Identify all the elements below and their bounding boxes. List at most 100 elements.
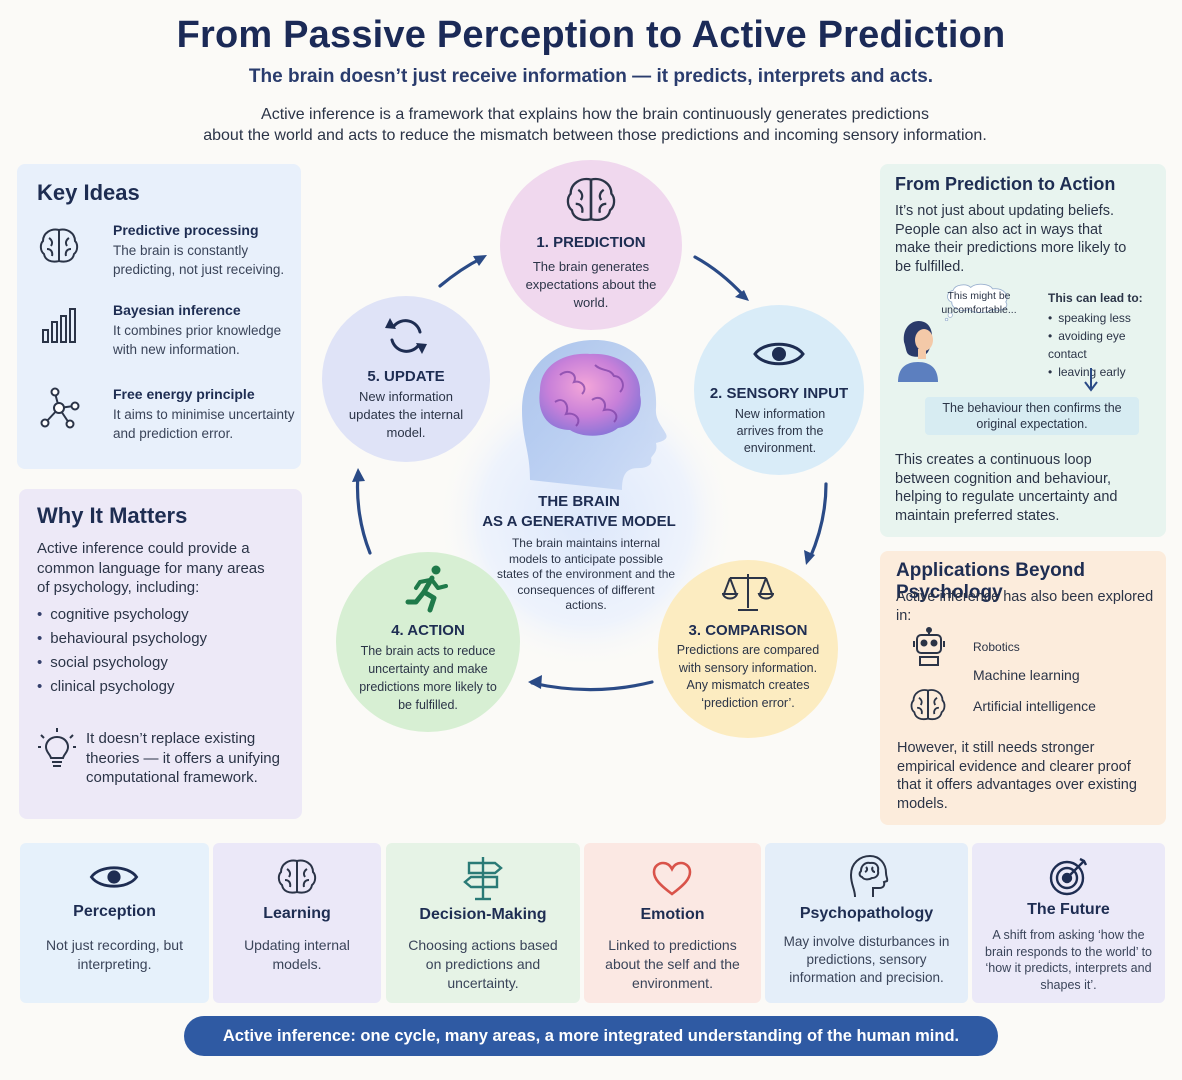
tile-decision-making: Decision-Making Choosing actions based o… [386,843,580,1003]
applications-title: Applications Beyond Psychology [896,560,1085,603]
intro-line-2: about the world and acts to reduce the m… [203,127,987,144]
tile-title: Learning [263,905,331,922]
psychology-areas-list: cognitive psychology behavioural psychol… [37,603,207,699]
tile-the-future: The Future A shift from asking ‘how the … [972,843,1165,1003]
arrow-comparison-to-action [530,680,654,692]
robot-icon [913,627,945,666]
arrow-prediction-to-sensory [693,255,746,298]
tile-title: Psychopathology [799,905,934,922]
tile-learning: Learning Updating internal models. [213,843,381,1003]
thought-text: This might be uncomfortable... [941,290,1017,316]
brain-icon [39,228,79,263]
scales-icon [722,574,774,611]
tile-emotion: Emotion Linked to predictions about the … [584,843,761,1003]
page-title: From Passive Perception to Active Predic… [176,14,1006,56]
tile-desc: Updating internal models. [244,937,350,972]
step-desc: New information updates the internal mod… [348,389,464,440]
list-item: avoiding eye contact [1048,327,1166,363]
step-prediction: 1. PREDICTION The brain generates expect… [500,160,682,330]
intro-text: Active inference is a framework that exp… [160,104,1030,146]
step-action: 4. ACTION The brain acts to reduce uncer… [336,552,520,732]
step-desc: The brain generates expectations about t… [525,259,657,310]
idea-bayesian-inference: Bayesian inference It combines prior kno… [37,302,297,362]
step-sensory-input: 2. SENSORY INPUT New information arrives… [694,305,864,475]
applications-panel: Applications Beyond Psychology Active in… [880,551,1166,825]
step-desc: New information arrives from the environ… [734,407,826,455]
tile-desc: Choosing actions based on predictions an… [408,937,558,991]
network-icon [40,387,80,429]
person-illustration [898,320,938,382]
step-desc: The brain acts to reduce uncertainty and… [359,644,497,712]
tile-desc: Linked to predictions about the self and… [605,937,740,991]
arrow-update-to-prediction [438,256,484,288]
tile-title: The Future [1027,901,1110,918]
tile-desc: Not just recording, but interpreting. [46,937,183,972]
brain-head-illustration [522,340,667,490]
idea-free-energy: Free energy principle It aims to minimis… [37,386,297,446]
list-item: speaking less [1048,309,1166,327]
why-intro: Active inference could provide a common … [37,540,265,596]
tile-title: Decision-Making [419,906,547,923]
step-title: 2. SENSORY INPUT [709,385,849,402]
arrow-down-icon [1084,368,1098,392]
idea-title: Free energy principle [113,386,255,402]
application-ai: Artificial intelligence [973,698,1096,714]
list-item: social psychology [37,651,207,675]
why-note: It doesn’t replace existing theories — i… [86,730,280,786]
center-description: The brain maintains internal models to a… [496,536,676,612]
step-title: 1. PREDICTION [536,234,646,251]
tile-desc: May involve disturbances in predictions,… [783,934,950,985]
step-update: 5. UPDATE New information updates the in… [322,296,490,462]
why-title: Why It Matters [37,503,188,528]
bar-chart-icon [42,308,76,343]
target-icon [1049,857,1088,896]
applications-note: However, it still needs stronger empiric… [897,740,1137,812]
summary-banner: Active inference: one cycle, many areas,… [184,1016,998,1056]
brain-icon [910,689,946,721]
step-title: 4. ACTION [391,622,465,639]
center-glow [436,370,736,670]
signpost-icon [463,857,503,901]
intro-line-1: Active inference is a framework that exp… [261,106,929,123]
heart-icon [652,861,692,896]
application-machine-learning: Machine learning [973,667,1080,683]
list-item: behavioural psychology [37,627,207,651]
prediction-action-text: It’s not just about updating beliefs. Pe… [895,203,1127,275]
center-title: THE BRAIN AS A GENERATIVE MODEL [468,492,690,532]
tile-perception: Perception Not just recording, but inter… [20,843,209,1003]
tile-title: Emotion [640,906,705,923]
step-title: 5. UPDATE [367,368,445,385]
prediction-action-title: From Prediction to Action [895,174,1116,194]
center-title-line-1: THE BRAIN [538,493,620,510]
application-robotics: Robotics [973,640,1020,654]
cycle-arrows [352,255,828,692]
why-it-matters-panel: Why It Matters Active inference could pr… [19,489,302,819]
tile-title: Perception [73,903,156,920]
lead-title: This can lead to: [1048,291,1143,305]
list-item: cognitive psychology [37,603,207,627]
page-subtitle: The brain doesn’t just receive informati… [248,66,934,87]
idea-desc: The brain is constantly predicting, not … [113,243,285,277]
idea-title: Bayesian inference [113,302,241,318]
running-person-icon [405,565,448,613]
center-title-line-2: AS A GENERATIVE MODEL [482,513,676,530]
step-title: 3. COMPARISON [688,622,808,639]
brain-icon [277,859,317,894]
arrow-sensory-to-comparison [808,482,828,560]
brain-icon [566,177,616,221]
idea-desc: It aims to minimise uncertainty and pred… [113,407,295,441]
step-comparison: 3. COMPARISON Predictions are compared w… [658,560,838,738]
lead-list: speaking less avoiding eye contact leavi… [1048,309,1166,381]
thought-bubble [944,283,1008,321]
step-desc: Predictions are compared with sensory in… [676,643,820,710]
list-item: leaving early [1048,363,1166,381]
key-ideas-title: Key Ideas [37,180,140,205]
lightbulb-icon [38,728,76,767]
idea-predictive-processing: Predictive processing The brain is const… [37,222,297,282]
eye-icon [89,866,139,888]
refresh-icon [385,318,427,354]
applications-intro: Active inference has also been explored … [896,589,1154,624]
arrow-action-to-update [355,472,372,555]
prediction-action-bottom: This creates a continuous loop between c… [895,452,1118,524]
head-brain-icon [849,854,889,898]
